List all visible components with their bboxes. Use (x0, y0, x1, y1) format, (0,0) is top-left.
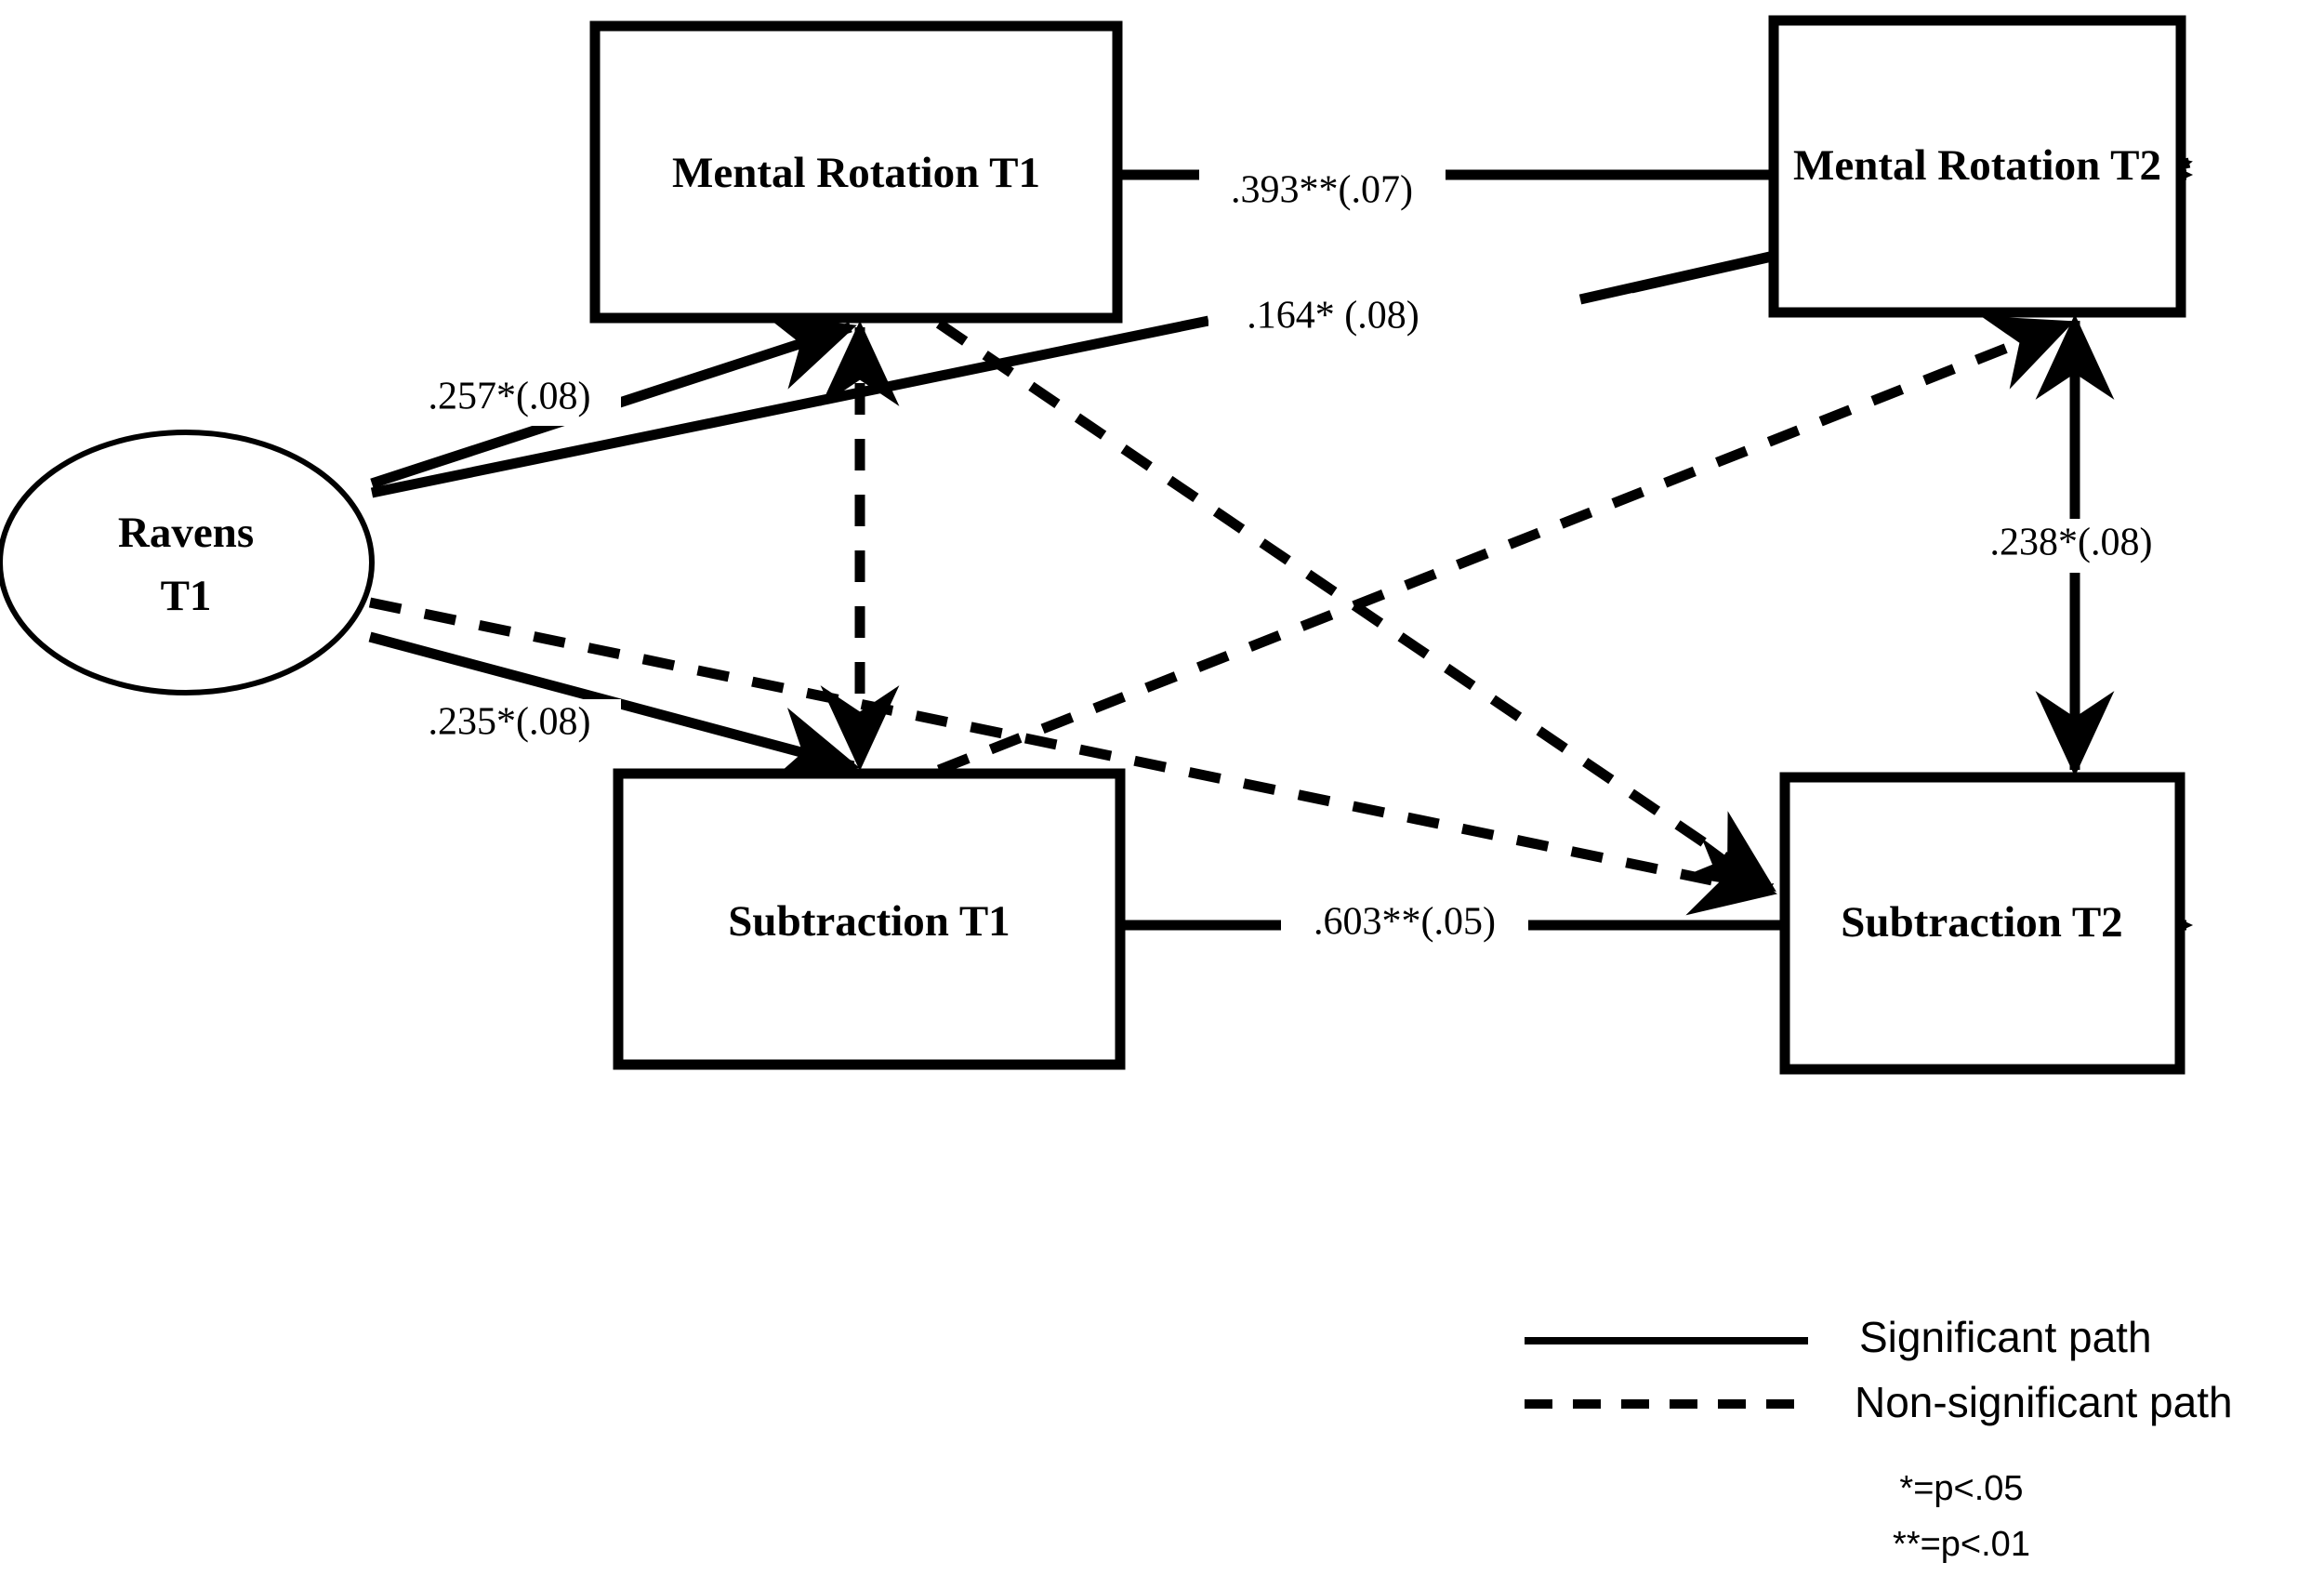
legend: Significant path Non-significant path *=… (1525, 1313, 2233, 1564)
coefficient-label-ravens-mr2: .164* (.08) (1247, 295, 1419, 338)
node-label-subtraction-t2: Subtraction T2 (1841, 898, 2122, 947)
dashed-line-ravens-sub2 (368, 597, 1777, 916)
node-box-mental-rotation-t1[interactable] (589, 20, 1123, 324)
legend-item-non-significant: Non-significant path (1525, 1378, 2233, 1426)
coefficient-backdrop-mr1-mr2 (1199, 166, 1446, 221)
coefficient-sub1-sub2: .603**(.05) (1281, 898, 1528, 952)
coefficient-ravens-sub1: .235*(.08) (398, 699, 621, 751)
coefficient-mr2-sub2: .238*(.08) (1952, 519, 2192, 573)
coefficient-ravens-mr1: .257*(.08) (398, 374, 621, 426)
coefficient-label-mr2-sub2: .238*(.08) (1990, 522, 2153, 564)
coefficient-backdrop-ravens-mr1 (398, 374, 621, 426)
coefficient-mr1-mr2: .393**(.07) (1199, 166, 1446, 221)
dashed-line-sub1-mr2 (936, 315, 2075, 775)
node-label-ravens-t1-line1: Ravens (118, 509, 254, 557)
node-mental-rotation-t2[interactable]: Mental Rotation T2 (1768, 15, 2186, 318)
node-box-subtraction-t1[interactable] (613, 768, 1126, 1070)
coefficient-label-ravens-sub1: .235*(.08) (429, 701, 591, 744)
coefficient-backdrop-ravens-mr2 (1208, 292, 1458, 346)
coefficient-backdrop-ravens-sub1 (398, 699, 621, 751)
node-subtraction-t2[interactable]: Subtraction T2 (1779, 772, 2185, 1075)
coefficient-label-sub1-sub2: .603**(.05) (1314, 901, 1496, 944)
node-label-mental-rotation-t1: Mental Rotation T1 (672, 149, 1040, 197)
path-subtraction-t1-mental-rotation-t2 (936, 315, 2075, 775)
node-label-mental-rotation-t2: Mental Rotation T2 (1793, 141, 2161, 190)
legend-label-non-significant: Non-significant path (1855, 1378, 2233, 1426)
path-ravens-t1-subtraction-t2 (368, 597, 1777, 916)
node-box-mental-rotation-t2[interactable] (1768, 15, 2186, 318)
node-ravens-t1[interactable]: Ravens T1 (0, 430, 375, 695)
legend-label-significant: Significant path (1859, 1313, 2152, 1361)
coefficient-ravens-mr2: .164* (.08) (1208, 292, 1458, 346)
node-mental-rotation-t1[interactable]: Mental Rotation T1 (589, 20, 1123, 324)
coefficient-label-ravens-mr1: .257*(.08) (429, 376, 591, 418)
coefficient-backdrop-mr2-sub2 (1952, 519, 2192, 573)
solid-line-ravens-mr2-seg1 (370, 315, 1210, 498)
legend-note-two-star: **=p<.01 (1893, 1525, 2030, 1564)
legend-note-one-star: *=p<.05 (1899, 1469, 2023, 1508)
node-ellipse-ravens-t1[interactable] (0, 430, 375, 695)
node-subtraction-t1[interactable]: Subtraction T1 (613, 768, 1126, 1070)
legend-item-significant: Significant path (1525, 1313, 2152, 1361)
coefficient-backdrop-sub1-sub2 (1281, 898, 1528, 952)
node-label-subtraction-t1: Subtraction T1 (728, 897, 1010, 946)
node-box-subtraction-t2[interactable] (1779, 772, 2185, 1075)
node-label-ravens-t1-line2: T1 (161, 572, 212, 620)
coefficient-label-mr1-mr2: .393**(.07) (1231, 169, 1413, 212)
